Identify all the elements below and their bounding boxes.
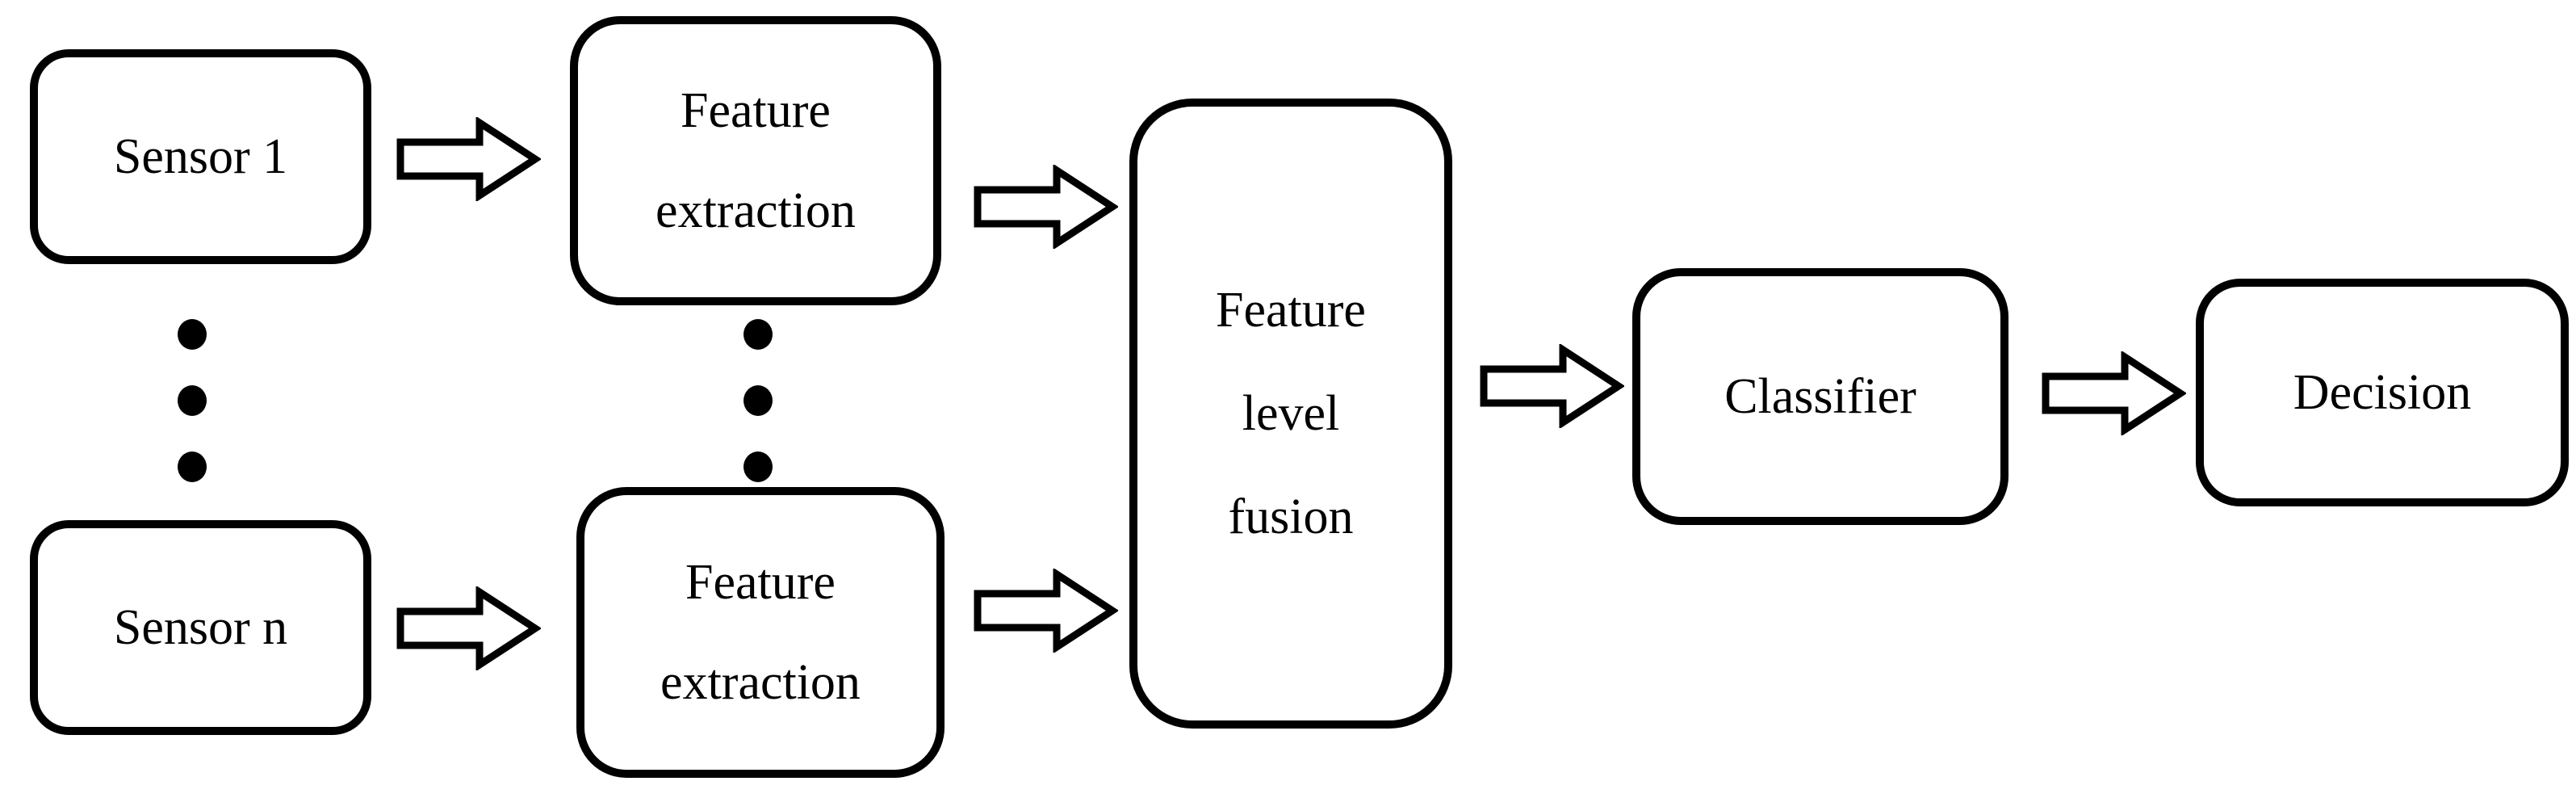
decision-node: Decision <box>2196 279 2569 506</box>
classifier-label: Classifier <box>1724 369 1916 424</box>
arrow-sensorn-to-feature-extraction-icon <box>396 586 541 670</box>
sensor-1-node: Sensor 1 <box>30 49 371 264</box>
sensor-n-label: Sensor n <box>113 600 288 655</box>
feature-extraction-bottom-node: Feature extraction <box>576 487 945 778</box>
decision-label: Decision <box>2293 365 2472 420</box>
feature-ellipsis-dot-3 <box>743 452 773 482</box>
arrow-sensor1-to-feature-extraction-icon <box>396 117 541 201</box>
feature-extraction-top-line1: Feature <box>681 83 831 138</box>
feature-ellipsis-dot-2 <box>743 385 773 416</box>
sensor-ellipsis-dot-3 <box>178 452 207 482</box>
feature-extraction-bottom-line1: Feature <box>685 555 836 610</box>
sensor-ellipsis-dot-1 <box>178 319 207 350</box>
feature-ellipsis-dot-1 <box>743 319 773 350</box>
sensor-ellipsis-dot-2 <box>178 385 207 416</box>
arrow-classifier-to-decision-icon <box>2041 351 2186 435</box>
fusion-line2: level <box>1242 386 1340 441</box>
fusion-line1: Feature <box>1216 283 1366 338</box>
feature-level-fusion-node: Feature level fusion <box>1129 99 1452 729</box>
arrow-fusion-to-classifier-icon <box>1479 344 1624 428</box>
sensor-n-node: Sensor n <box>30 520 371 735</box>
classifier-node: Classifier <box>1632 268 2008 525</box>
arrow-feature-extraction-top-to-fusion-icon <box>973 165 1118 249</box>
feature-extraction-top-line2: extraction <box>656 183 856 238</box>
fusion-line3: fusion <box>1228 489 1354 544</box>
feature-extraction-bottom-line2: extraction <box>660 655 861 710</box>
feature-extraction-top-node: Feature extraction <box>570 16 941 305</box>
arrow-feature-extraction-bottom-to-fusion-icon <box>973 569 1118 653</box>
sensor-1-label: Sensor 1 <box>113 129 288 184</box>
